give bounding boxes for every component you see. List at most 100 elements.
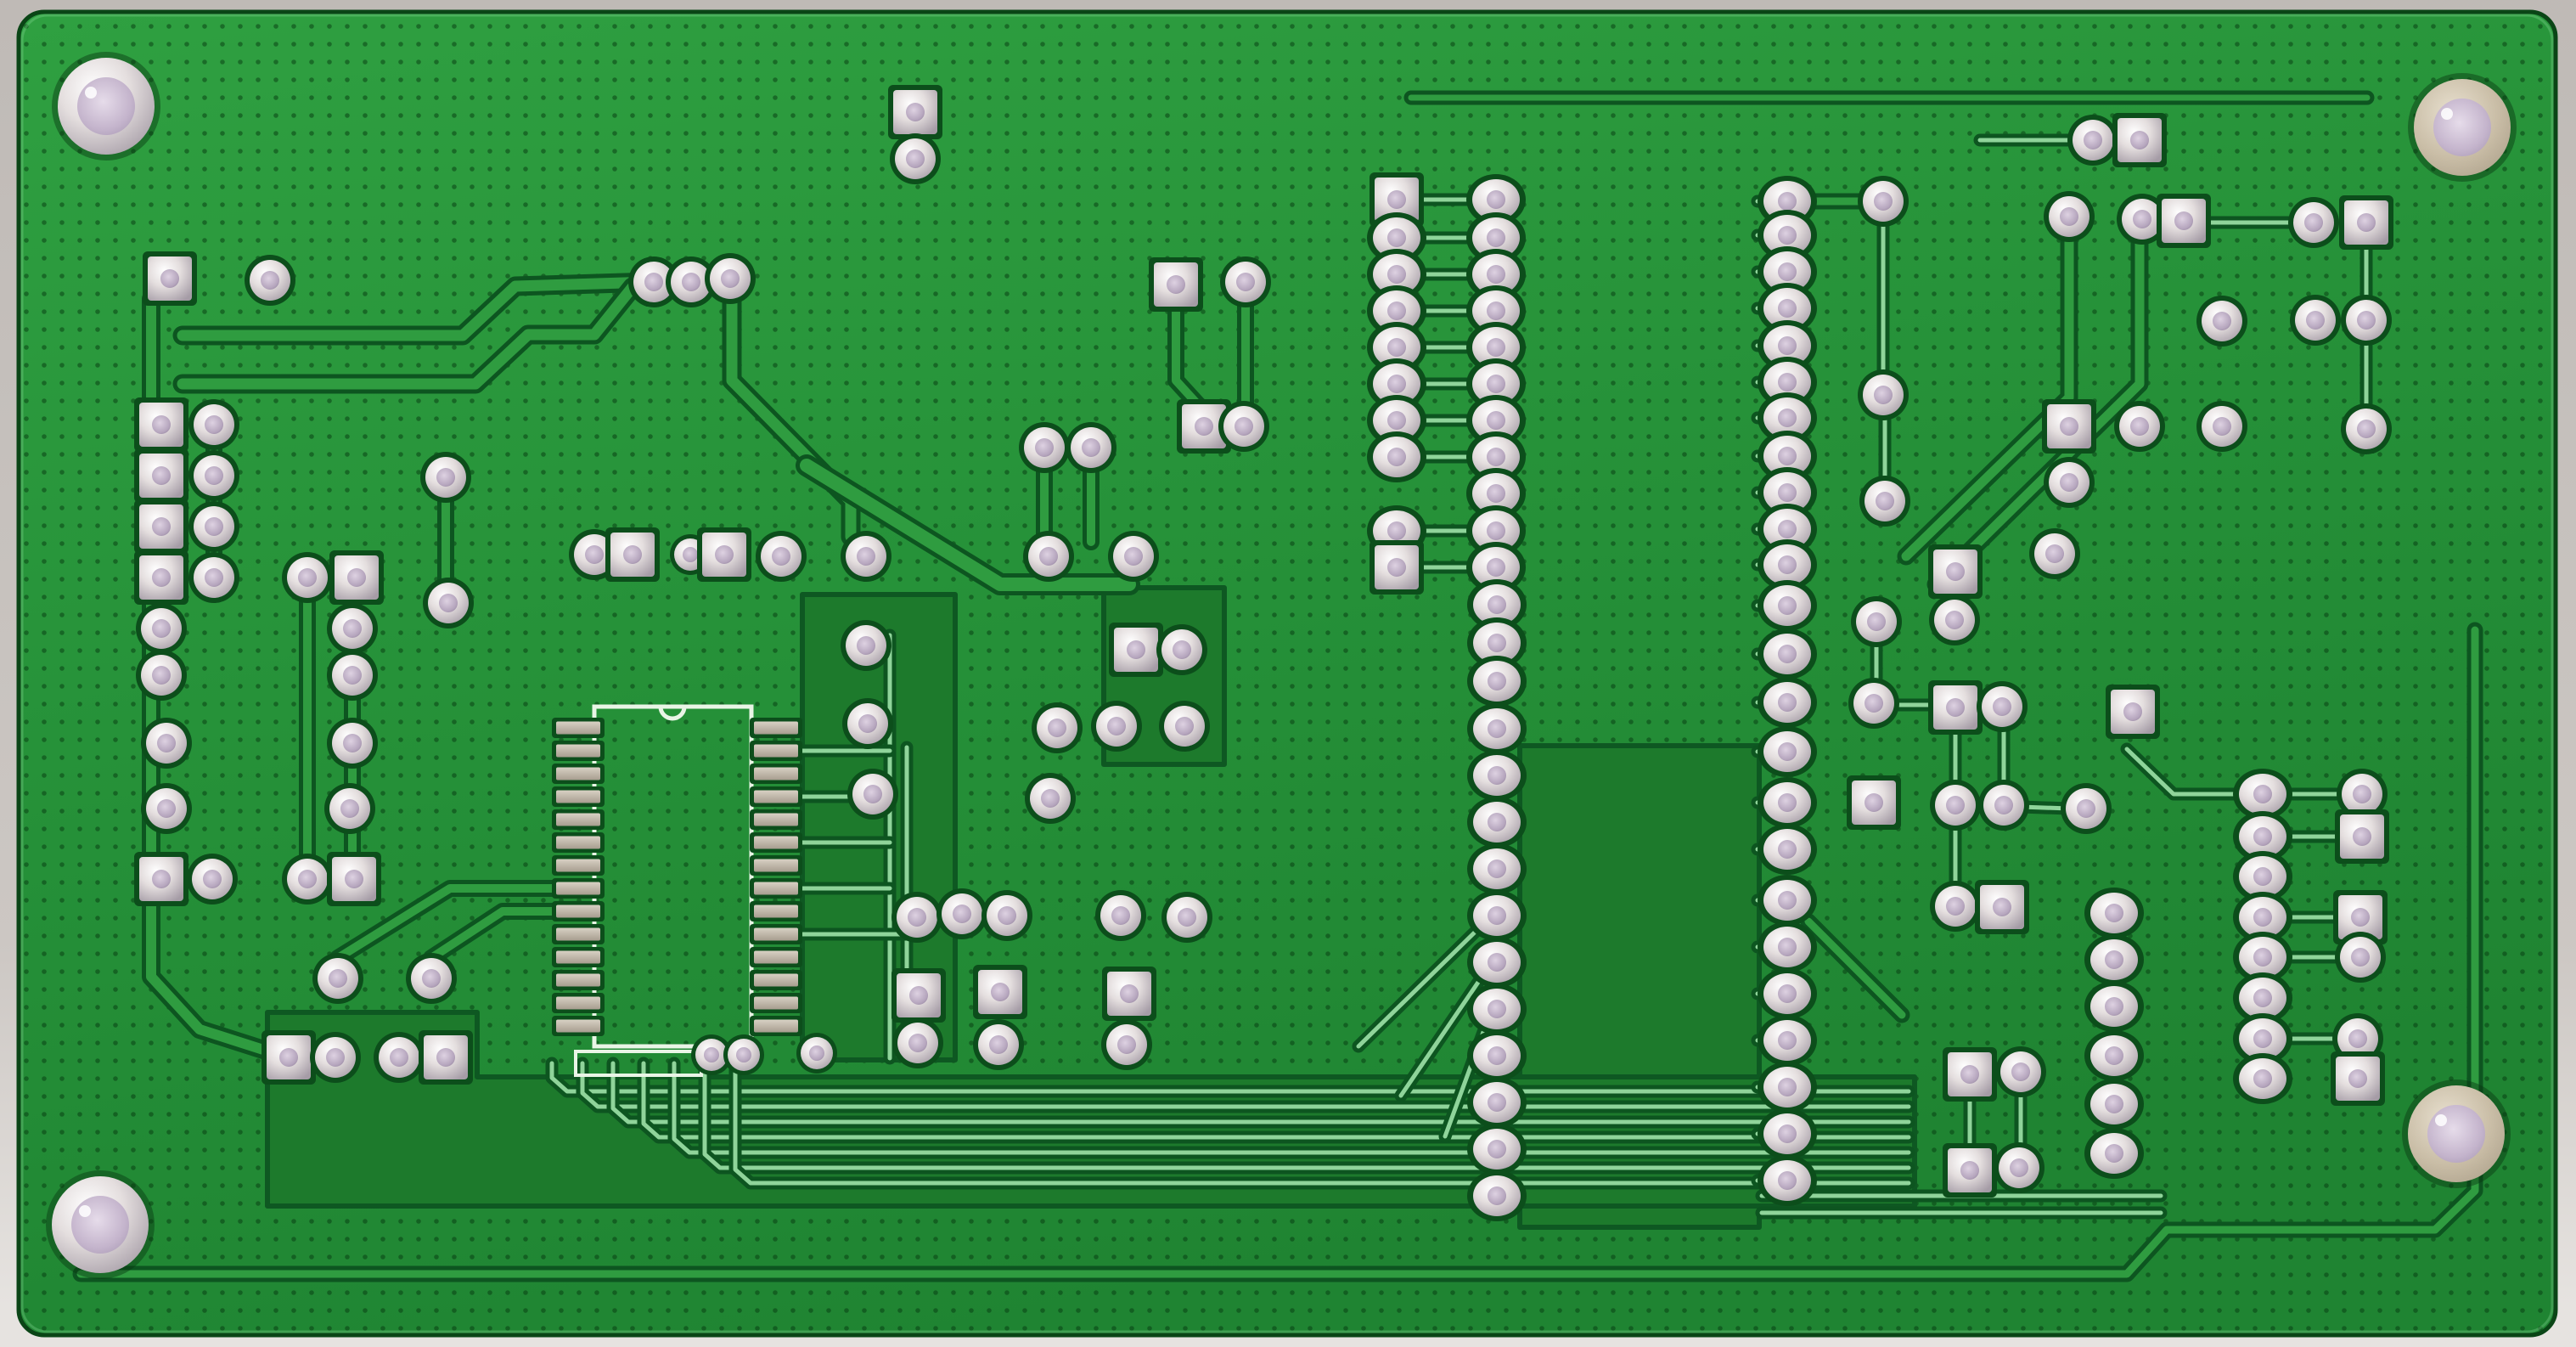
pad-drill-hole [2045, 544, 2064, 563]
pad-drill-hole [203, 870, 222, 888]
pad-drill-hole [704, 1047, 719, 1062]
pad-drill-hole [1946, 562, 1965, 581]
pad-drill-hole [343, 666, 362, 685]
smd-pad [754, 950, 798, 964]
pad-drill-hole [1487, 190, 1505, 209]
pad-drill-hole [343, 734, 362, 752]
smd-pad [556, 744, 600, 758]
pad-drill-hole [2253, 1069, 2272, 1088]
smd-pad [754, 767, 798, 781]
mounting-hole-bore [77, 77, 135, 135]
pad-drill-hole [261, 271, 279, 290]
pad-drill-hole [205, 517, 223, 536]
pad-drill-hole [1960, 1161, 1979, 1180]
pad-drill-hole [1778, 1031, 1797, 1050]
pad-drill-hole [2105, 1144, 2123, 1163]
pad-drill-hole [909, 986, 928, 1005]
pad-drill-hole [953, 905, 971, 923]
pad-drill-hole [908, 1034, 927, 1052]
board-group [16, 9, 2558, 1338]
pad-drill-hole [1778, 693, 1797, 712]
pad-drill-hole [160, 269, 179, 288]
pad-drill-hole [1778, 596, 1797, 615]
pad-drill-hole [152, 568, 171, 587]
mounting-holes [46, 52, 2517, 1279]
pad-drill-hole [279, 1048, 298, 1067]
pad-drill-hole [1778, 984, 1797, 1003]
pad-drill-hole [1487, 521, 1505, 540]
pad-drill-hole [157, 734, 176, 752]
mounting-hole-bore [2433, 99, 2491, 156]
copper-trace [800, 459, 1136, 591]
pad-drill-hole [1946, 897, 1965, 916]
copper-trace [672, 1061, 1911, 1155]
pad-drill-hole [1487, 338, 1505, 357]
pad-drill-hole [345, 870, 363, 888]
pad-drill-hole [1778, 299, 1797, 318]
pad-drill-hole [1488, 953, 1506, 972]
pad-drill-hole [908, 908, 926, 927]
pad-drill-hole [1178, 908, 1196, 927]
pad-drill-hole [2060, 417, 2078, 436]
pad-drill-hole [2105, 904, 2123, 922]
mounting-hole-bore [71, 1196, 129, 1254]
smd-pad [754, 790, 798, 803]
pad-drill-hole [1487, 375, 1505, 393]
pad-drill-hole [906, 103, 925, 121]
pad-drill-hole [205, 415, 223, 434]
pad-drill-hole [1167, 275, 1185, 294]
pad-drill-hole [1994, 796, 2013, 814]
pad-drill-hole [422, 969, 441, 988]
hole-glint [2435, 1114, 2447, 1126]
pad-drill-hole [858, 714, 877, 733]
pad-drill-hole [1874, 192, 1893, 211]
pad-drill-hole [1387, 338, 1406, 357]
smd-pad [556, 927, 600, 941]
pad-drill-hole [2105, 1095, 2123, 1113]
pad-drill-hole [1778, 520, 1797, 538]
pad-drill-hole [1778, 336, 1797, 355]
silkscreen-markings [574, 704, 754, 1077]
pad-drill-hole [2010, 1158, 2028, 1177]
smd-pad [556, 790, 600, 803]
pad-drill-hole [2253, 1029, 2272, 1048]
pad-drill-hole [1175, 717, 1194, 735]
smd-pad [754, 1019, 798, 1033]
copper-trace [610, 1061, 1911, 1124]
pad-drill-hole [1387, 448, 1406, 466]
pad-drill-hole [2357, 420, 2376, 438]
copper-trace [580, 1061, 1911, 1109]
pad-drill-hole [1387, 302, 1406, 320]
pad-drill-hole [1039, 547, 1058, 566]
pad-drill-hole [205, 466, 223, 485]
pad-drill-hole [2351, 948, 2370, 967]
pad-drill-hole [2130, 131, 2149, 149]
pad-drill-hole [298, 568, 317, 587]
pad-drill-hole [715, 545, 734, 564]
pad-drill-hole [2357, 213, 2376, 232]
pad-drill-hole [1778, 373, 1797, 392]
pad-drill-hole [340, 799, 359, 818]
smd-pad [754, 859, 798, 872]
smd-pad [754, 813, 798, 826]
smd-pad [556, 859, 600, 872]
copper-trace [1804, 917, 1906, 1019]
pad-drill-hole [1488, 1093, 1506, 1112]
pad-drill-hole [1488, 906, 1506, 925]
pad-drill-hole [1082, 438, 1100, 457]
ic-pin1-notch [658, 706, 687, 721]
pad-drill-hole [2130, 417, 2149, 436]
copper-trace [334, 884, 558, 962]
pad-drill-hole [1778, 742, 1797, 761]
copper-trace [1356, 913, 1494, 1049]
pad-drill-hole [1048, 719, 1066, 737]
smd-pad [556, 950, 600, 964]
pad-drill-hole [1778, 483, 1797, 502]
pad-drill-hole [1487, 228, 1505, 247]
pad-drill-hole [2348, 1029, 2367, 1048]
pad-drill-hole [1778, 1171, 1797, 1190]
pad-drill-hole [2353, 785, 2371, 803]
pad-drill-hole [1487, 484, 1505, 503]
smd-pad [556, 882, 600, 895]
pad-drill-hole [721, 269, 740, 288]
